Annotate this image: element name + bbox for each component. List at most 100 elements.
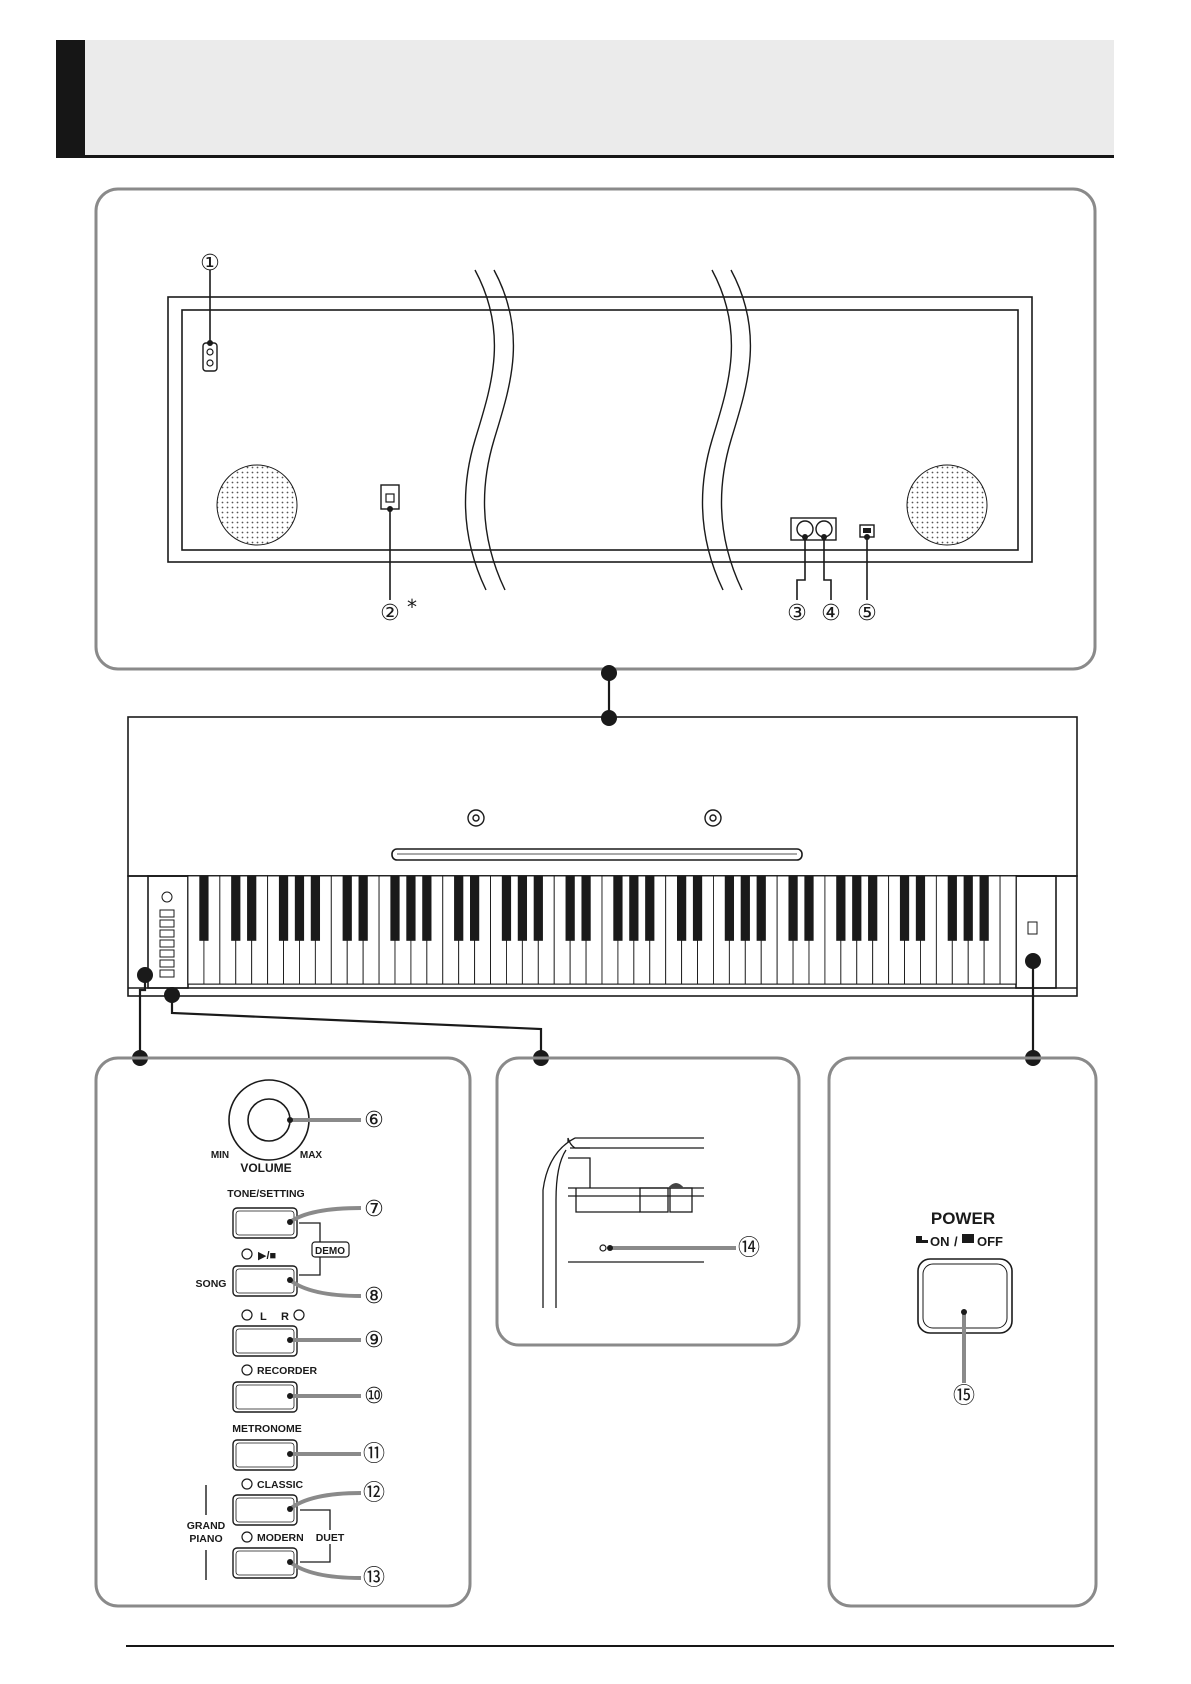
black-key[interactable] <box>677 876 687 941</box>
callout-6: ⑥ <box>364 1108 384 1133</box>
callout-5: ⑤ <box>857 601 877 626</box>
modern-label: MODERN <box>257 1532 304 1544</box>
callout-1: ① <box>200 251 220 276</box>
power-off-symbol <box>962 1234 974 1243</box>
recorder-lamp <box>241 1364 253 1376</box>
power-off-label: OFF <box>977 1234 1003 1249</box>
black-key[interactable] <box>788 876 798 941</box>
song-label: SONG <box>196 1278 227 1290</box>
volume-min-label: MIN <box>211 1150 229 1161</box>
power-button-mini <box>1027 921 1038 935</box>
callout-8: ⑧ <box>364 1284 384 1309</box>
black-key[interactable] <box>517 876 528 941</box>
black-key[interactable] <box>613 876 623 941</box>
black-key[interactable] <box>692 876 703 941</box>
black-key[interactable] <box>406 876 416 941</box>
ac-adaptor-terminal <box>380 484 400 510</box>
usb-port <box>859 524 875 538</box>
control-panel-detail <box>94 1056 472 1608</box>
speaker-grille-left <box>216 464 298 546</box>
black-key[interactable] <box>947 876 957 941</box>
black-key[interactable] <box>740 876 750 941</box>
callout-2-asterisk: * <box>407 595 417 619</box>
black-key[interactable] <box>581 876 591 941</box>
black-key[interactable] <box>852 876 862 941</box>
black-key[interactable] <box>756 876 766 941</box>
black-key[interactable] <box>533 876 543 941</box>
black-key[interactable] <box>645 876 655 941</box>
power-button[interactable] <box>917 1258 1013 1334</box>
power-detail-panel <box>827 1056 1098 1608</box>
play-stop-lamp <box>241 1248 253 1260</box>
black-key[interactable] <box>199 876 209 941</box>
indicator-lamp <box>599 1244 607 1252</box>
black-key[interactable] <box>247 876 257 941</box>
pedal-connector <box>202 342 218 372</box>
right-part-label: R <box>281 1311 289 1323</box>
black-key[interactable] <box>231 876 241 941</box>
side-detail-panel <box>495 1056 801 1347</box>
black-key[interactable] <box>390 876 400 941</box>
rear-view-panel <box>94 187 1097 671</box>
black-key[interactable] <box>278 876 289 941</box>
callout-9: ⑨ <box>364 1328 384 1353</box>
black-key[interactable] <box>724 876 735 941</box>
play-stop-label: ▶/■ <box>258 1250 276 1262</box>
piano-label: PIANO <box>189 1533 222 1545</box>
black-key[interactable] <box>342 876 352 941</box>
black-key[interactable] <box>915 876 926 941</box>
power-label: POWER <box>931 1209 995 1228</box>
music-rest-screws <box>467 809 722 827</box>
break-lines <box>464 269 752 591</box>
callout-14: ⑭ <box>738 1236 760 1261</box>
black-key[interactable] <box>358 876 368 941</box>
callout-7: ⑦ <box>364 1197 384 1222</box>
callout-10: ⑩ <box>364 1384 384 1409</box>
left-part-label: L <box>260 1311 267 1323</box>
black-key[interactable] <box>310 876 321 941</box>
section-header-band <box>56 40 1114 156</box>
white-key[interactable] <box>999 875 1017 985</box>
callout-13: ⑬ <box>363 1566 385 1591</box>
black-key[interactable] <box>565 876 575 941</box>
callout-15: ⑮ <box>953 1384 975 1409</box>
demo-label-box <box>311 1241 350 1258</box>
section-header-rule <box>56 155 1114 158</box>
black-key[interactable] <box>963 876 973 941</box>
demo-label: DEMO <box>315 1246 345 1257</box>
classic-lamp <box>241 1478 253 1490</box>
black-key[interactable] <box>294 876 305 941</box>
volume-knob[interactable] <box>228 1079 310 1161</box>
black-key[interactable] <box>454 876 464 941</box>
black-key[interactable] <box>979 876 989 941</box>
black-key[interactable] <box>804 876 814 941</box>
recorder-label: RECORDER <box>257 1365 318 1377</box>
black-key[interactable] <box>868 876 878 941</box>
callout-2: ② <box>380 601 400 626</box>
modern-lamp <box>241 1531 253 1543</box>
black-key[interactable] <box>470 876 480 941</box>
tone-setting-label: TONE/SETTING <box>227 1188 304 1200</box>
black-key[interactable] <box>629 876 639 941</box>
left-part-lamp <box>241 1309 253 1321</box>
tone-setting-button[interactable] <box>232 1207 298 1239</box>
black-key[interactable] <box>836 876 846 941</box>
callout-4: ④ <box>821 601 841 626</box>
section-header-tab <box>56 40 85 156</box>
black-key[interactable] <box>422 876 432 941</box>
black-key[interactable] <box>899 876 910 941</box>
callout-11: ⑪ <box>363 1442 385 1467</box>
callout-3: ③ <box>787 601 807 626</box>
grand-piano-classic-button[interactable] <box>232 1494 298 1526</box>
music-rest <box>391 848 803 861</box>
black-key[interactable] <box>501 876 512 941</box>
power-on-label: ON <box>930 1234 950 1249</box>
rear-cabinet <box>167 296 1033 563</box>
callout-12: ⑫ <box>363 1481 385 1506</box>
metronome-label: METRONOME <box>232 1423 301 1435</box>
line-out-jacks <box>790 517 837 541</box>
footer-rule <box>126 1645 1114 1647</box>
grand-label: GRAND <box>187 1520 226 1532</box>
volume-max-label: MAX <box>300 1150 323 1161</box>
